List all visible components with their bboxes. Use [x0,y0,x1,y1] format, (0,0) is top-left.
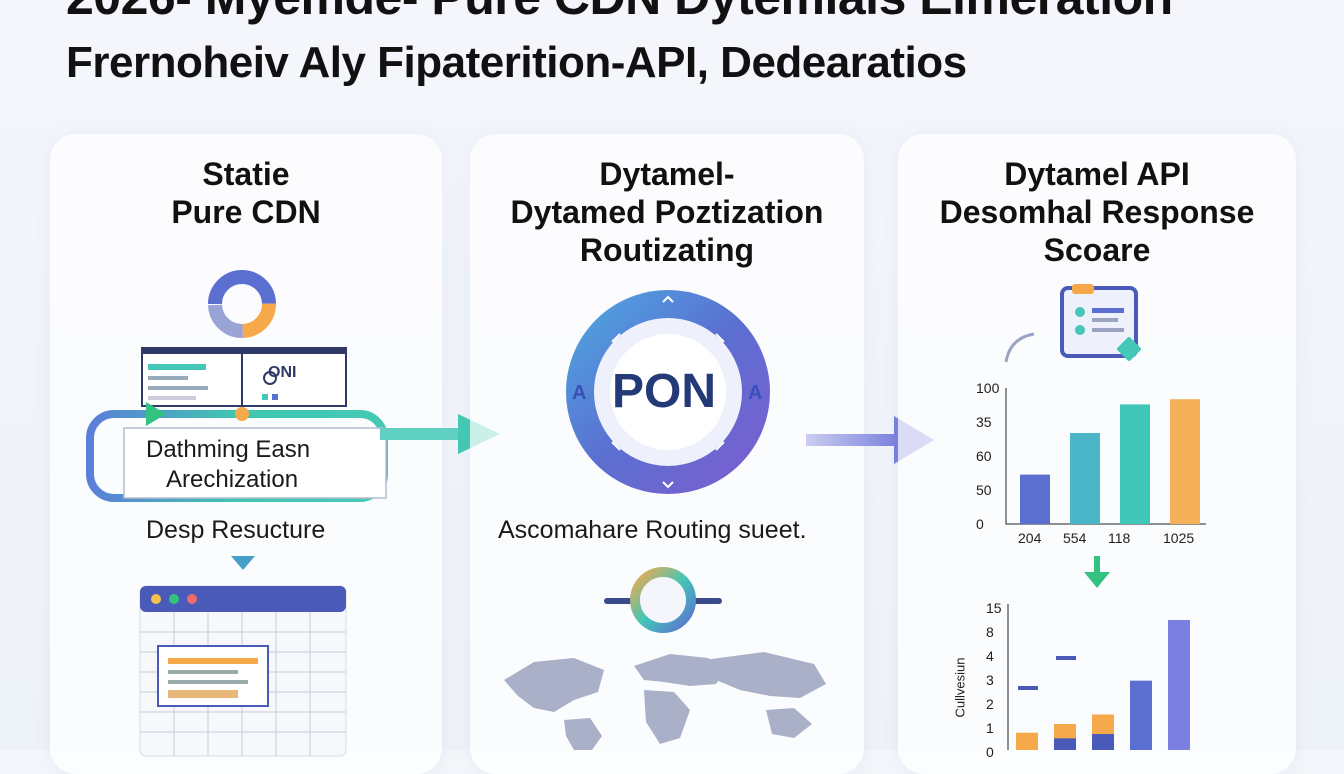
chart2-marker [1018,686,1038,690]
flow-box-line-1: Dathming Easn [146,436,311,463]
chart2-bar [1130,680,1152,750]
orbit-node-icon [604,567,722,633]
chart1-ytick: 100 [976,380,1000,396]
chart1-bar [1170,399,1200,524]
down-arrow-icon [231,556,255,570]
deep-structure-label: Desp Resucture [146,516,326,544]
chart1-ytick: 35 [976,414,992,430]
teal-flow-loop [86,402,500,502]
chart2-ytick: 15 [986,600,1002,616]
donut-icon [208,270,276,338]
routing-caption: Ascomahare Routing sueet. [498,516,807,544]
chart2-plot [1007,604,1190,750]
chart2-marker [1056,656,1076,660]
ring-label-right: A [748,382,763,404]
routing-ring-icon [566,290,770,494]
card-title-line-2: Desomhal Response [939,194,1255,230]
page-title-line-2: Frernoheiv Aly Fipaterition-API, Dedeara… [66,38,967,87]
card-title-line-1: Statie [202,156,290,192]
chart2-bar [1168,620,1190,750]
chart2-ytick: 8 [986,624,994,640]
chart1-xtick: 1025 [1163,530,1195,546]
world-map-icon [504,652,826,750]
chart1-plot [1005,388,1206,525]
chart2-ytick: 0 [986,744,994,760]
server-panel-text: ONI [268,364,297,381]
chart2-bar-stack [1054,738,1076,750]
page-title-line-1: 2026- Myemde- Pure CDN Dytemlals Elmerat… [66,0,1173,26]
spreadsheet-window-icon [139,585,347,757]
chart2-bar-stack [1092,734,1114,750]
green-down-arrow-icon [1084,556,1110,588]
ring-label-left: A [572,382,587,404]
chart1-bar [1070,433,1100,524]
chart2-ytick: 3 [986,672,994,688]
card-title-line-2: Pure CDN [171,194,321,230]
server-panel-icon [141,347,347,407]
card-title-line-2: Dytamed Poztization [510,194,824,230]
card-title-line-3: Routizating [579,232,755,268]
card-title-line-3: Scoare [1043,232,1151,268]
card-title-line-1: Dytamel- [599,156,735,192]
chart1-ytick: 50 [976,482,992,498]
chart2-ytick: 2 [986,696,994,712]
chart1-xtick: 554 [1063,530,1087,546]
card-title-line-1: Dytamel API [1004,156,1190,192]
pon-label: PON [612,365,717,418]
chart1-ytick: 0 [976,516,984,532]
chart1-bar [1020,474,1050,524]
chart2-bar [1016,732,1038,750]
chart2-ytick: 1 [986,720,994,736]
chart1-ytick: 60 [976,448,992,464]
flow-box-line-2: Arechization [166,466,299,493]
chart1-xtick: 204 [1018,530,1042,546]
chart2-ylabel: Cullvesiun [952,657,968,718]
chart1-bar [1120,404,1150,524]
api-document-icon [1004,284,1141,363]
chart2-ytick: 4 [986,648,994,664]
chart1-xtick: 118 [1108,530,1131,546]
